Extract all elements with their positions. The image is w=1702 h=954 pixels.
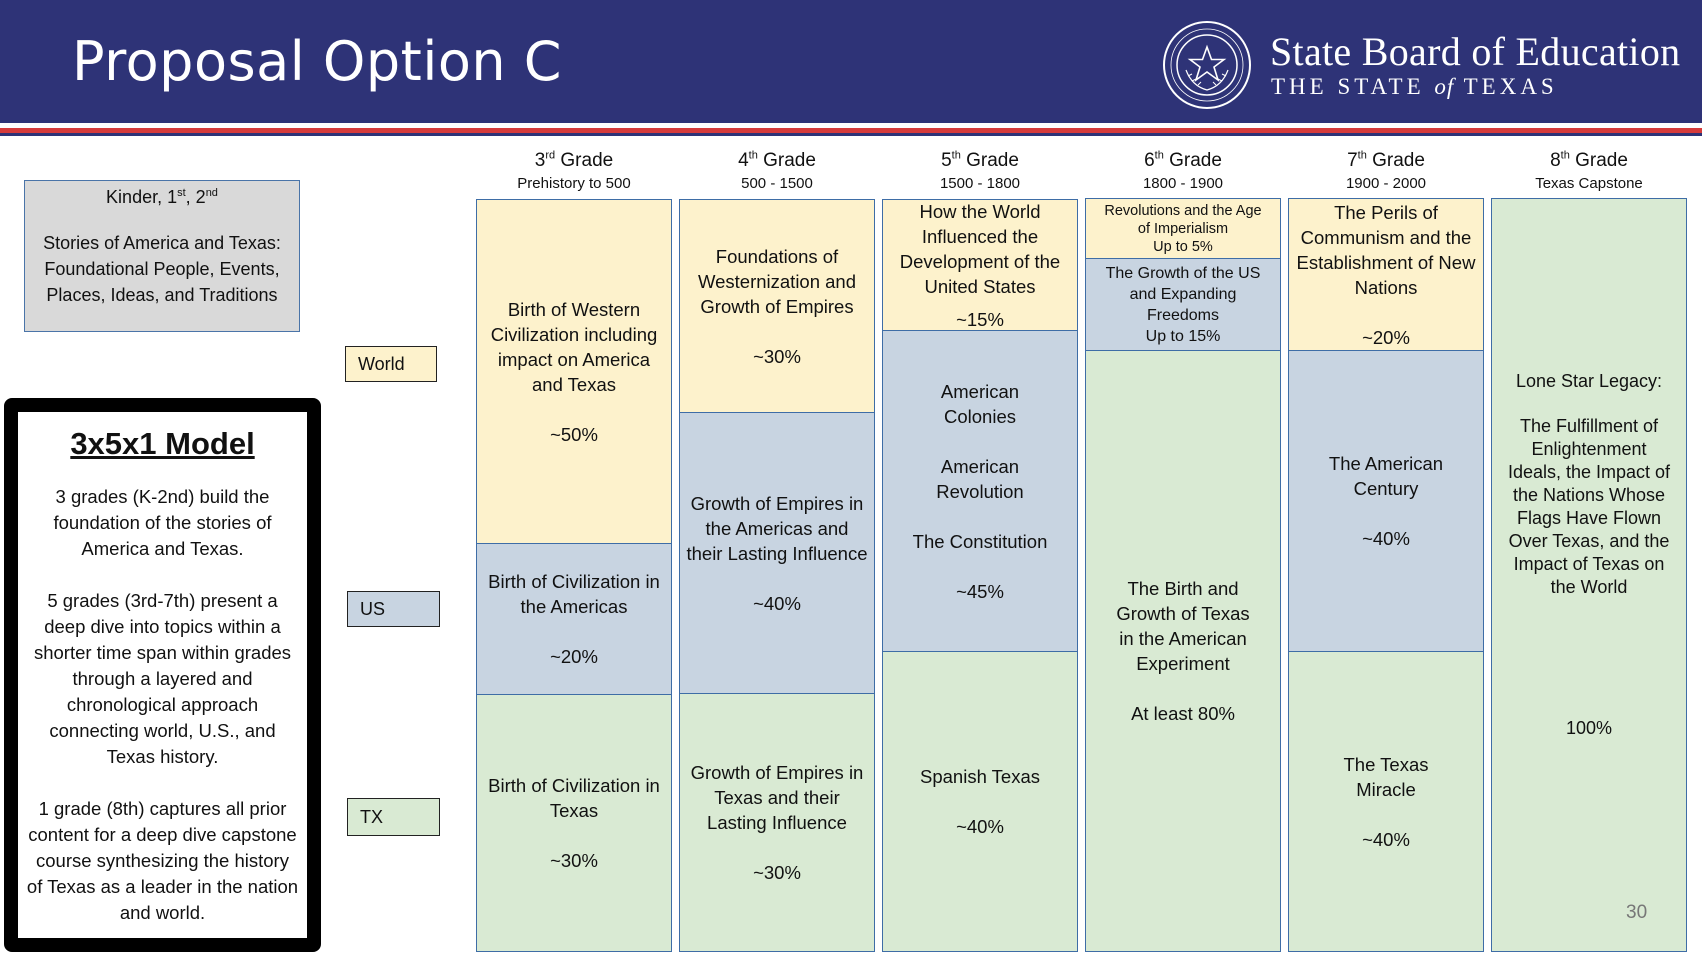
grade-6-header: 6th Grade 1800 - 1900 <box>1142 149 1224 192</box>
kinder-box: Kinder, 1st, 2nd Stories of America and … <box>24 180 300 332</box>
grade-3-header: 3rd Grade Prehistory to 500 <box>517 149 631 192</box>
header-divider-red <box>0 128 1702 133</box>
model-box: 3x5x1 Model 3 grades (K-2nd) build the f… <box>4 398 321 952</box>
page-title: Proposal Option C <box>72 30 562 93</box>
grade-3-us-cell: Birth of Civilization in the Americas~20… <box>476 543 672 695</box>
page-number: 30 <box>1626 902 1648 923</box>
grade-4-world-cell: Foundations of Westernization and Growth… <box>679 199 875 413</box>
grade-5-tx-cell: Spanish Texas~40% <box>882 651 1078 952</box>
model-paragraph-3: 1 grade (8th) captures all prior content… <box>26 798 299 923</box>
grade-7-world-cell: The Perils of Communism and the Establis… <box>1288 198 1484 351</box>
grade-4-header: 4th Grade 500 - 1500 <box>738 149 816 192</box>
header-bar: Proposal Option C State Board of Educati… <box>0 0 1702 123</box>
grade-8-tx-cell: Lone Star Legacy: The Fulfillment of Enl… <box>1491 198 1687 952</box>
row-label-us: US <box>347 591 440 627</box>
row-label-world: World <box>345 346 437 382</box>
kinder-grade-label: Kinder, 1st, 2nd <box>106 187 218 207</box>
grade-5-header: 5th Grade 1500 - 1800 <box>939 149 1021 192</box>
model-title: 3x5x1 Model <box>70 426 255 461</box>
grade-6-us-cell: The Growth of the US and Expanding Freed… <box>1085 258 1281 351</box>
grade-4-tx-cell: Growth of Empires in Texas and their Las… <box>679 693 875 952</box>
grade-8-header: 8th Grade Texas Capstone <box>1535 149 1643 192</box>
model-paragraph-1: 3 grades (K-2nd) build the foundation of… <box>53 486 272 559</box>
grade-7-us-cell: The American Century~40% <box>1288 350 1484 652</box>
header-divider-navy <box>0 133 1702 136</box>
grade-6-tx-cell: The Birth and Growth of Texas in the Ame… <box>1085 350 1281 952</box>
grade-7-header: 7th Grade 1900 - 2000 <box>1345 149 1427 192</box>
texas-seal-icon <box>1163 21 1251 109</box>
grade-3-tx-cell: Birth of Civilization in Texas~30% <box>476 694 672 952</box>
grade-5-world-cell: How the World Influenced the Development… <box>882 199 1078 331</box>
org-subtitle: THE STATE of TEXAS <box>1271 74 1558 99</box>
grade-4-us-cell: Growth of Empires in the Americas and th… <box>679 412 875 694</box>
grade-5-us-cell: American Colonies American Revolution Th… <box>882 330 1078 652</box>
grade-7-tx-cell: The Texas Miracle~40% <box>1288 651 1484 952</box>
org-name: State Board of Education <box>1270 29 1681 74</box>
model-paragraph-2: 5 grades (3rd-7th) present a deep dive i… <box>33 590 292 767</box>
row-label-tx: TX <box>347 798 440 836</box>
grade-3-world-cell: Birth of Western Civilization including … <box>476 199 672 544</box>
kinder-description: Stories of America and Texas: Foundation… <box>43 233 281 305</box>
